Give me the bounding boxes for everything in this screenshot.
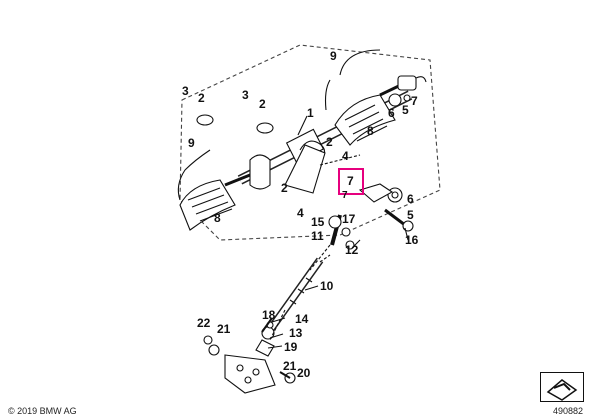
part-label-8[interactable]: 8	[367, 124, 374, 138]
part-label-2[interactable]: 2	[281, 181, 288, 195]
part-label-2[interactable]: 2	[198, 91, 205, 105]
part-label-3[interactable]: 3	[242, 88, 249, 102]
part-label-2[interactable]: 2	[259, 97, 266, 111]
part-label-8[interactable]: 8	[214, 211, 221, 225]
part-label-5[interactable]: 5	[402, 103, 409, 117]
part-label-9[interactable]: 9	[188, 136, 195, 150]
sensor-wire-right	[324, 49, 381, 111]
intermediate-shaft-upper	[328, 214, 355, 250]
copyright-text: © 2019 BMW AG	[8, 406, 77, 416]
lower-bracket	[224, 354, 276, 394]
part-label-4[interactable]: 4	[342, 149, 349, 163]
highlight-box	[338, 168, 364, 195]
part-label-22[interactable]: 22	[197, 316, 211, 330]
left-bellows-boot	[179, 179, 236, 231]
part-label-2[interactable]: 2	[326, 135, 333, 149]
part-label-19[interactable]: 19	[284, 340, 298, 354]
part-label-7[interactable]: 7	[411, 94, 418, 108]
part-label-7[interactable]: 7	[347, 174, 354, 188]
steering-column-shaft	[266, 257, 324, 333]
part-label-14[interactable]: 14	[295, 312, 309, 326]
part-label-21[interactable]: 21	[283, 359, 297, 373]
part-label-20[interactable]: 20	[297, 366, 311, 380]
part-label-11[interactable]: 11	[311, 229, 324, 243]
diagram-id: 490882	[553, 406, 584, 416]
part-label-7[interactable]: 7	[342, 190, 348, 201]
part-label-9[interactable]: 9	[330, 49, 337, 63]
sensor-wire-left	[177, 149, 211, 201]
part-label-17[interactable]: 17	[342, 212, 356, 226]
part-label-4[interactable]: 4	[297, 206, 304, 220]
part-label-6[interactable]: 6	[407, 192, 414, 206]
right-bellows-boot	[334, 94, 396, 146]
part-label-21[interactable]: 21	[217, 322, 231, 336]
view-direction-icon	[540, 372, 584, 402]
part-label-1[interactable]: 1	[307, 106, 314, 120]
bolt-16	[384, 208, 406, 227]
part-label-3[interactable]: 3	[182, 84, 189, 98]
part-label-5[interactable]: 5	[407, 208, 414, 222]
part-label-15[interactable]: 15	[311, 215, 325, 229]
part-label-6[interactable]: 6	[388, 106, 395, 120]
part-label-12[interactable]: 12	[345, 243, 359, 257]
left-tie-rod	[224, 173, 251, 187]
part-label-16[interactable]: 16	[405, 233, 419, 247]
part-label-18[interactable]: 18	[262, 308, 276, 322]
lower-universal-joint	[255, 326, 275, 357]
right-tie-rod	[379, 75, 427, 97]
part-label-10[interactable]: 10	[320, 279, 334, 293]
part-label-13[interactable]: 13	[289, 326, 303, 340]
